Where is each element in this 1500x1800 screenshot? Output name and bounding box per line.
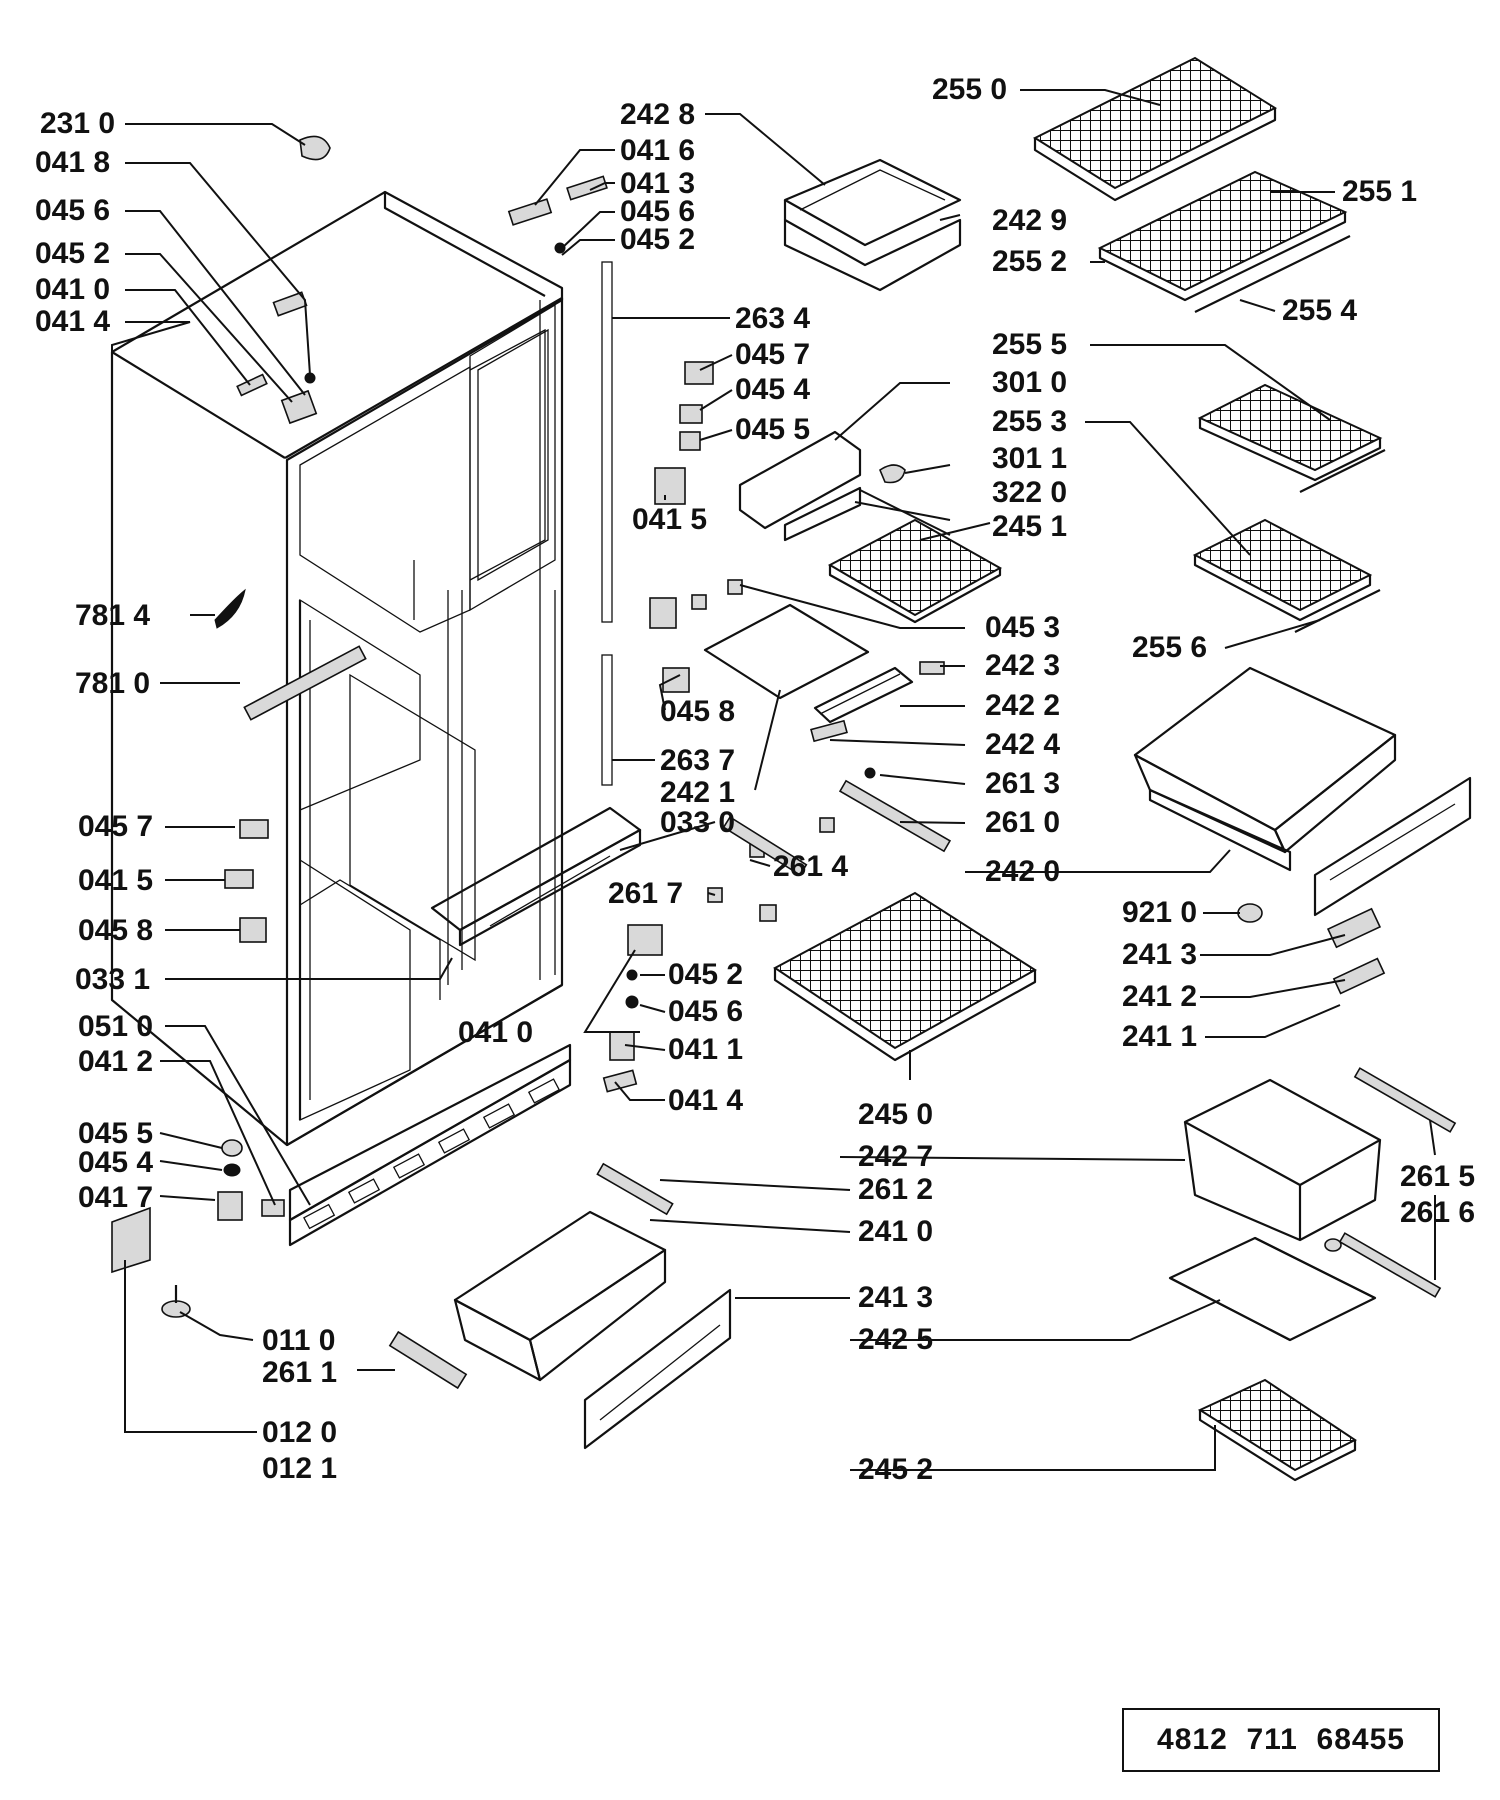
label-2429: 242 9 [992, 204, 1067, 237]
label-2551: 255 1 [1342, 175, 1417, 208]
label-0456-c: 045 6 [668, 995, 743, 1028]
label-3010: 301 0 [992, 366, 1067, 399]
label-2613: 261 3 [985, 767, 1060, 800]
base-plate-0510 [288, 1043, 572, 1247]
label-0331: 033 1 [75, 963, 150, 996]
leader-lines [111, 89, 1436, 1471]
label-2553: 255 3 [992, 405, 1067, 438]
label-0456-b: 045 6 [620, 195, 695, 228]
label-2420: 242 0 [985, 855, 1060, 888]
label-0457: 045 7 [78, 810, 153, 843]
label-3011: 301 1 [992, 442, 1067, 475]
light-box-3010 [738, 430, 906, 542]
brackets-right [1237, 903, 1386, 995]
rails-261x [596, 779, 952, 1216]
label-2615: 261 5 [1400, 1160, 1475, 1193]
label-0458-b: 045 8 [660, 695, 735, 728]
label-0417: 041 7 [78, 1181, 153, 1214]
label-7814: 781 4 [75, 599, 150, 632]
label-2428: 242 8 [620, 98, 695, 131]
label-2422: 242 2 [985, 689, 1060, 722]
label-0510: 051 0 [78, 1010, 153, 1043]
label-0454: 045 4 [78, 1146, 153, 1179]
label-2413-b: 241 3 [858, 1281, 933, 1314]
label-0415: 041 5 [78, 864, 153, 897]
label-0413: 041 3 [620, 167, 695, 200]
shelf-2550 [1032, 56, 1278, 202]
shelf-2452 [1197, 1378, 1357, 1482]
label-9210: 921 0 [1122, 896, 1197, 929]
label-2612: 261 2 [858, 1173, 933, 1206]
label-0330: 033 0 [660, 806, 735, 839]
label-0416: 041 6 [620, 134, 695, 167]
label-7810: 781 0 [75, 667, 150, 700]
label-0414-b: 041 4 [668, 1084, 743, 1117]
label-0458: 045 8 [78, 914, 153, 947]
label-2556: 255 6 [1132, 631, 1207, 664]
label-0410-b: 041 0 [458, 1016, 533, 1049]
refrigerator-cabinet [110, 190, 564, 1147]
label-0412: 041 2 [78, 1045, 153, 1078]
label-2412: 241 2 [1122, 980, 1197, 1013]
label-2616: 261 6 [1400, 1196, 1475, 1229]
basket-2410 [453, 1210, 732, 1450]
shelf-2551 [1097, 170, 1351, 313]
label-2634: 263 4 [735, 302, 810, 335]
drawing-code: 4812 711 68455 [1157, 1723, 1405, 1756]
label-2421: 242 1 [660, 776, 735, 809]
label-2411: 241 1 [1122, 1020, 1197, 1053]
label-0454-b: 045 4 [735, 373, 810, 406]
drawer-2427 [1183, 1078, 1382, 1242]
part-labels: 231 0 041 8 045 6 045 2 041 0 041 4 781 … [35, 73, 1475, 1486]
label-2410: 241 0 [858, 1215, 933, 1248]
tray-2428-2429 [783, 158, 962, 292]
vertical-strips [601, 261, 613, 786]
label-2451: 245 1 [992, 510, 1067, 543]
label-2423: 242 3 [985, 649, 1060, 682]
label-0411: 041 1 [668, 1033, 743, 1066]
shelf-2553 [1192, 518, 1381, 633]
drawing-code-box: 4812 711 68455 [1122, 1708, 1440, 1772]
label-2614: 261 4 [773, 850, 848, 883]
label-2554: 255 4 [1282, 294, 1357, 327]
label-0120: 012 0 [262, 1416, 337, 1449]
label-0452-c: 045 2 [668, 958, 743, 991]
basket-2420 [1133, 666, 1472, 917]
label-2450: 245 0 [858, 1098, 933, 1131]
label-3220: 322 0 [992, 476, 1067, 509]
label-2425: 242 5 [858, 1323, 933, 1356]
label-0418: 041 8 [35, 146, 110, 179]
label-0415-b: 041 5 [632, 503, 707, 536]
shelf-2450 [773, 891, 1037, 1062]
label-0410: 041 0 [35, 273, 110, 306]
frame-2425 [1168, 1067, 1457, 1342]
label-0452-b: 045 2 [620, 223, 695, 256]
label-0455: 045 5 [78, 1117, 153, 1150]
label-2552: 255 2 [992, 245, 1067, 278]
label-2413: 241 3 [1122, 938, 1197, 971]
label-0110: 011 0 [262, 1324, 335, 1357]
label-0456: 045 6 [35, 194, 110, 227]
label-2611: 261 1 [262, 1356, 337, 1389]
glass-plate [703, 603, 914, 724]
label-0457-b: 045 7 [735, 338, 810, 371]
label-2550: 255 0 [932, 73, 1007, 106]
label-2427: 242 7 [858, 1140, 933, 1173]
label-0121: 012 1 [262, 1452, 337, 1485]
label-0453: 045 3 [985, 611, 1060, 644]
label-2617: 261 7 [608, 877, 683, 910]
label-0452: 045 2 [35, 237, 110, 270]
label-2637: 263 7 [660, 744, 735, 777]
shelf-2451 [827, 518, 1003, 624]
label-2610: 261 0 [985, 806, 1060, 839]
label-2555: 255 5 [992, 328, 1067, 361]
label-2452: 245 2 [858, 1453, 933, 1486]
hinge-parts [111, 135, 945, 1390]
shelf-2555 [1197, 383, 1386, 493]
label-2424: 242 4 [985, 728, 1060, 761]
label-0455-b: 045 5 [735, 413, 810, 446]
label-0414: 041 4 [35, 305, 110, 338]
label-2310: 231 0 [40, 107, 115, 140]
